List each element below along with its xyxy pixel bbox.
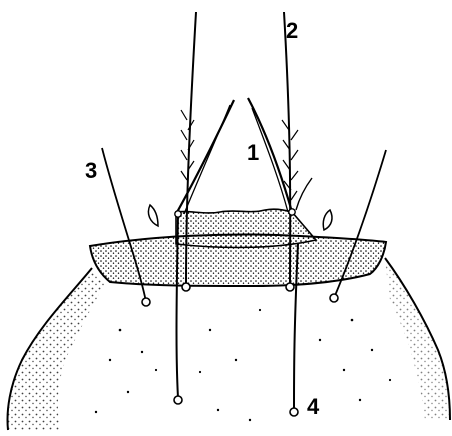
socket-seta-3: [142, 298, 150, 306]
callout-label-1: 1: [247, 140, 259, 165]
body-scatter-dots: [95, 309, 391, 421]
right-scale: [323, 210, 332, 230]
socket-seta-2: [286, 283, 294, 291]
socket-center-left: [182, 283, 190, 291]
socket-plate-left: [175, 211, 181, 217]
body-shading-right: [385, 260, 450, 420]
socket-seta-right: [330, 294, 338, 302]
socket-plate-right: [289, 209, 295, 215]
socket-seta-4: [290, 408, 298, 416]
socket-lower-left: [174, 396, 182, 404]
body-shading-left: [8, 270, 105, 430]
left-scale: [148, 205, 158, 226]
callout-label-4: 4: [307, 394, 320, 419]
callout-label-3: 3: [85, 158, 97, 183]
callout-label-2: 2: [286, 18, 298, 43]
seta-right-diag: [296, 178, 312, 210]
seta-lower-left: [177, 214, 179, 398]
inner-plate: [176, 209, 316, 247]
